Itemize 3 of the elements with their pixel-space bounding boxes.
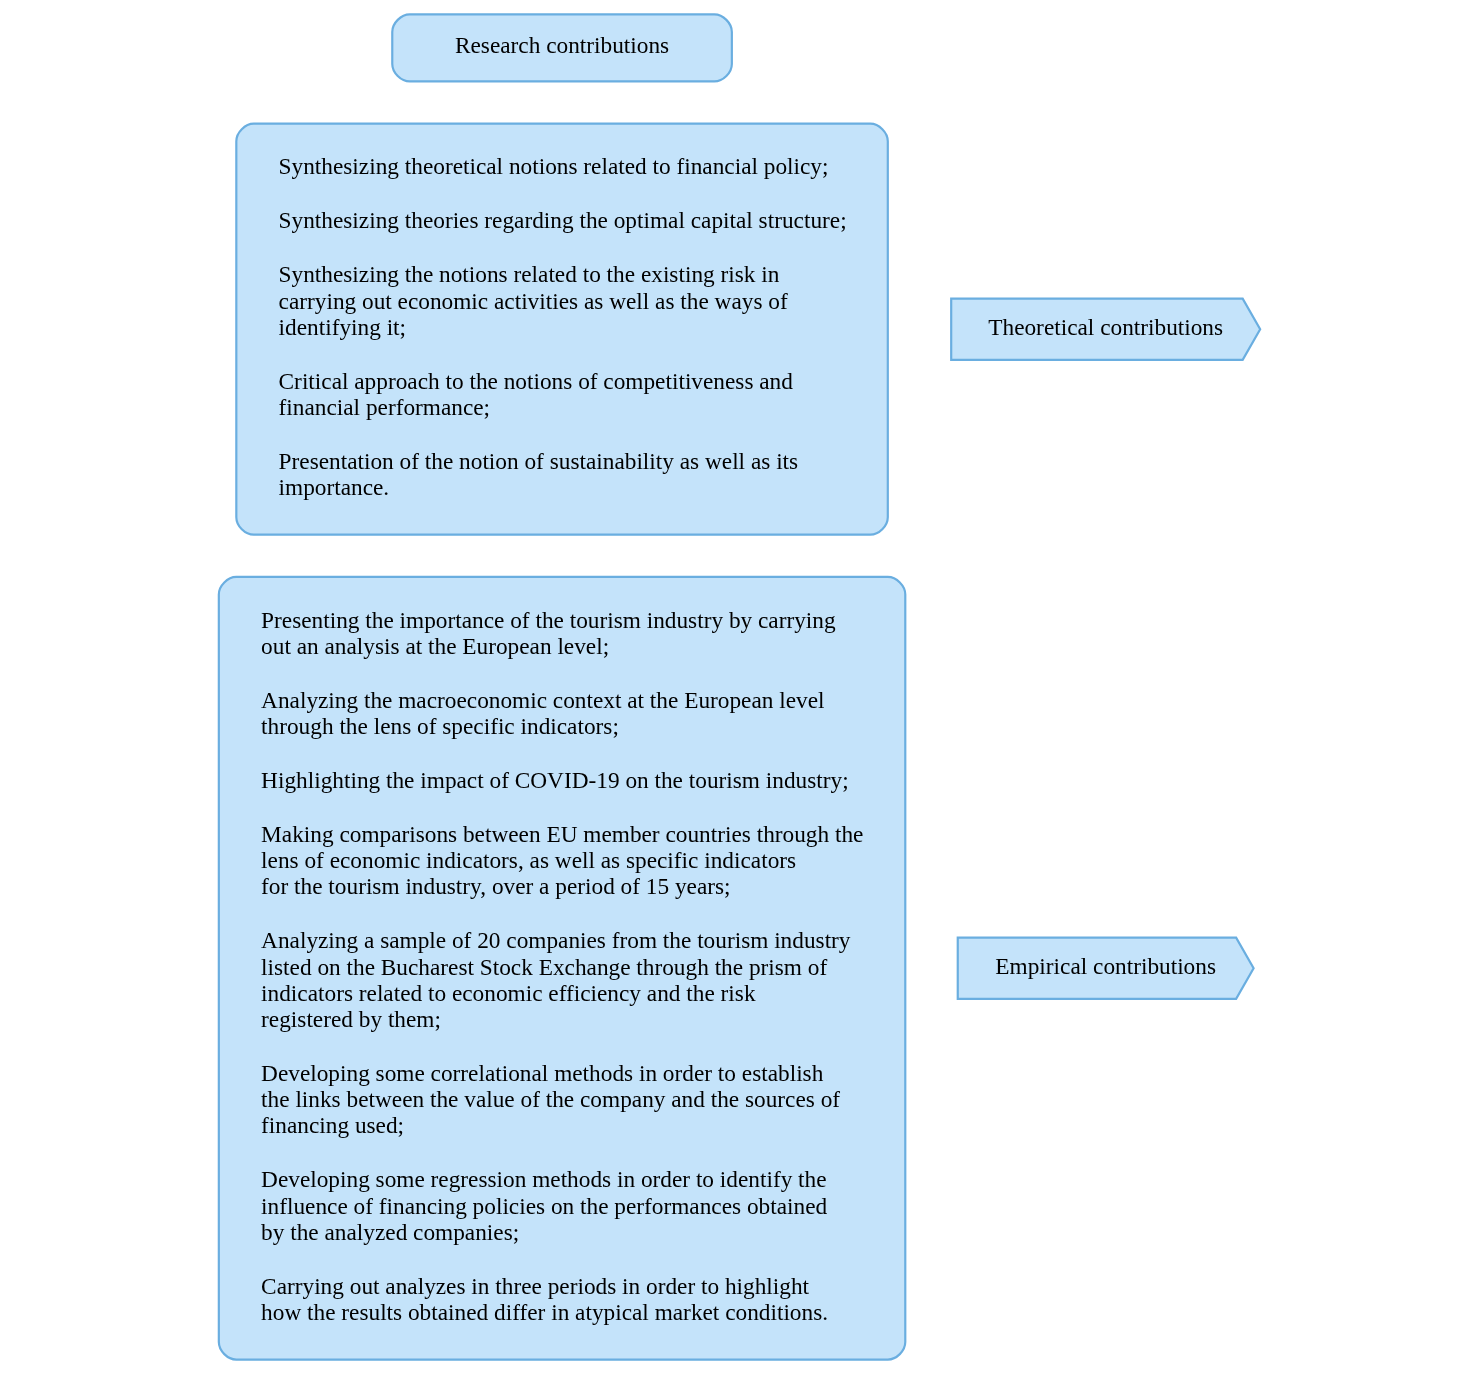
node-box: Synthesizing theoretical notions related to financial policy; Synthesizing theories regarding the optimal capital structure; Synthesizing the notions related to the existing risk in carrying out economic activities as well as the ways of identifying it; Critical approach to the notions of competitiveness and financial performance; Presentation of the notion of sustainability as well as its importance. [235, 122, 889, 536]
node-box: Research contributions [391, 13, 733, 83]
node-box: Presenting the importance of the tourism industry by carrying out an analysis at the European level; Analyzing the macroeconomic context at the European level through the lens of specific indicators; Highlighting the impact of COVID-19 on the tourism industry; Making comparisons between EU member countries through the lens of economic indicators, as well as specific indicators for the tourism industry, over a period of 15 years; Analyzing a sample of 20 companies from the tourism industry listed on the Bucharest Stock Exchange through the prism of indicators related to economic efficiency and the risk registered by them; Developing some correlational methods in order to establish the links between the value of the company and the sources of financing used; Developing some regression methods in order to identify the influence of financing policies on the performances obtained by the analyzed companies; Carrying out analyzes in three periods in order to highlight how the results obtained differ in atypical market conditions. [217, 575, 907, 1361]
